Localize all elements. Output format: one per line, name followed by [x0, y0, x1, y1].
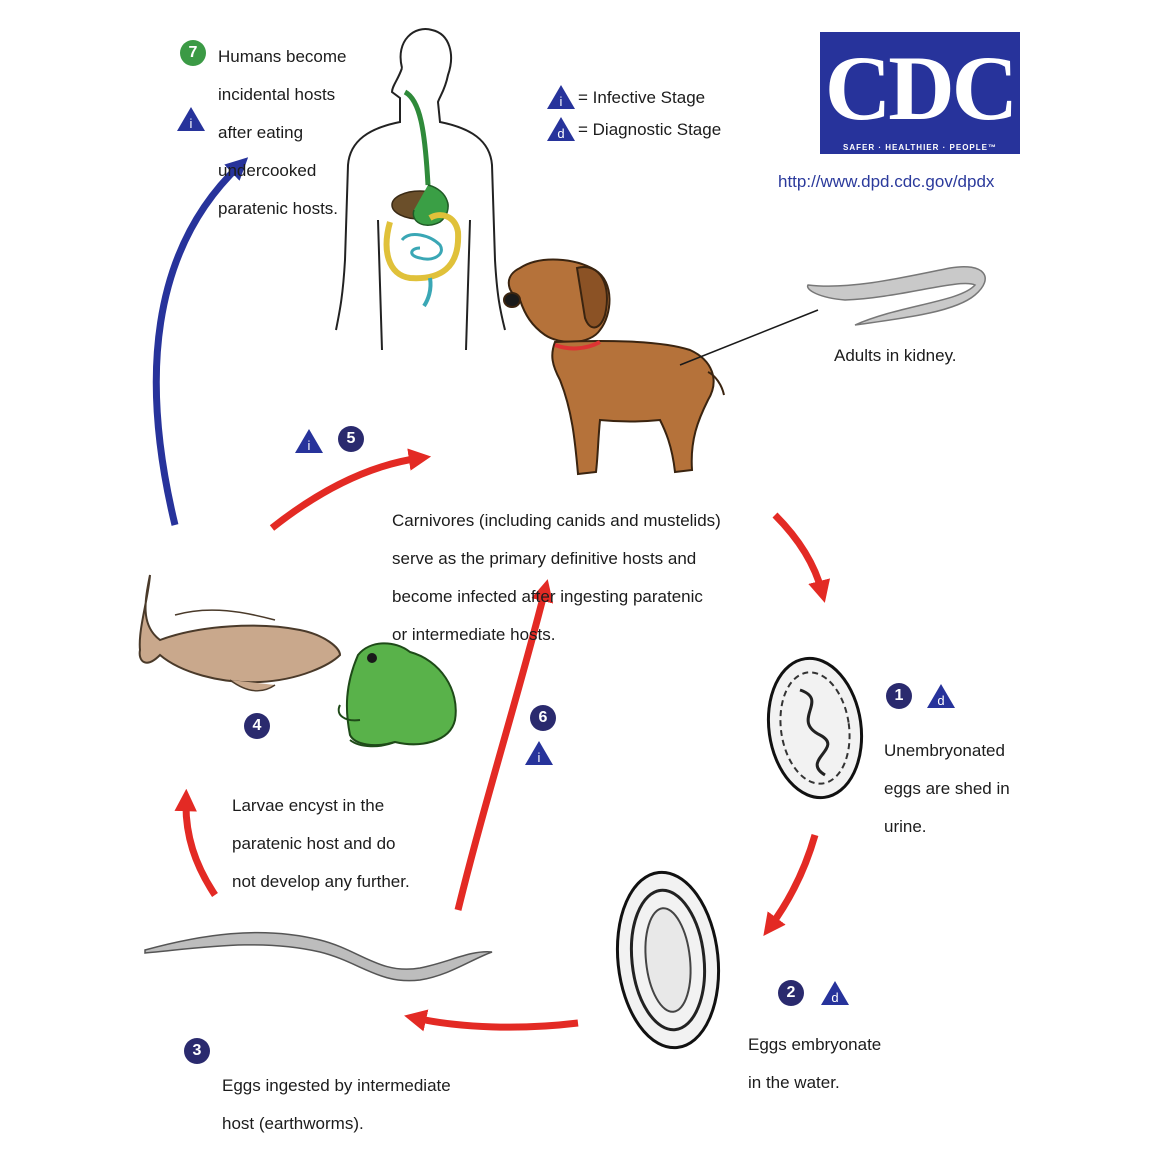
step-6-infective-icon: i — [524, 740, 554, 766]
cdc-url[interactable]: http://www.dpd.cdc.gov/dpdx — [778, 172, 995, 191]
step-7-badge: 7 — [180, 40, 206, 66]
arrow-5-to-carnivore — [269, 448, 432, 531]
step-7-text: Humans become incidental hosts after eat… — [218, 47, 347, 218]
step-2-diagnostic-icon: d — [820, 980, 850, 1006]
frog-illustration — [337, 642, 457, 748]
fish-illustration — [138, 574, 342, 692]
step-2-badge: 2 — [778, 980, 804, 1006]
step-5-badge: 5 — [338, 426, 364, 452]
step-5-infective-icon: i — [294, 428, 324, 454]
step-4-badge: 4 — [244, 713, 270, 739]
step-3-badge: 3 — [184, 1038, 210, 1064]
adult-worm-illustration — [806, 266, 986, 326]
definitive-host-text: Carnivores (including canids and musteli… — [392, 511, 721, 644]
arrow-7-to-human — [152, 157, 249, 526]
svg-text:i: i — [560, 94, 563, 109]
svg-text:d: d — [937, 693, 944, 708]
unembryonated-egg-illustration — [766, 656, 864, 800]
step-2-text: Eggs embryonate in the water. — [748, 1035, 882, 1092]
legend-infective-icon: i — [546, 84, 576, 110]
legend-diagnostic-icon: d — [546, 116, 576, 142]
svg-text:i: i — [308, 438, 311, 453]
arrow-earthworm-to-paratenic — [174, 788, 218, 897]
svg-text:d: d — [831, 990, 838, 1005]
step-7-infective-icon: i — [176, 106, 206, 132]
svg-text:d: d — [557, 126, 564, 141]
arrow-egg1-to-egg2 — [763, 834, 819, 937]
dog-illustration — [503, 258, 725, 476]
human-illustration — [335, 28, 506, 351]
cdc-logo: CDC SAFER · HEALTHIER · PEOPLE™ — [820, 32, 1020, 154]
embryonated-egg-illustration — [615, 870, 721, 1050]
step-1-text: Unembryonated eggs are shed in urine. — [884, 741, 1010, 836]
cdc-tagline: SAFER · HEALTHIER · PEOPLE™ — [843, 143, 997, 152]
svg-text:i: i — [538, 750, 541, 765]
step-1-badge: 1 — [886, 683, 912, 709]
cdc-wordmark: CDC — [824, 37, 1018, 139]
arrow-carnivore-to-egg — [772, 512, 831, 603]
earthworm-illustration — [144, 931, 493, 982]
legend-diagnostic-label: = Diagnostic Stage — [578, 120, 722, 139]
legend-infective-label: = Infective Stage — [578, 88, 706, 107]
step-3-text: Eggs ingested by intermediate host (eart… — [222, 1076, 451, 1133]
adults-in-kidney-label: Adults in kidney. — [834, 346, 957, 365]
svg-text:i: i — [190, 116, 193, 131]
arrow-6-earthworm-to-carnivore — [454, 579, 554, 911]
arrow-egg2-to-earthworm — [404, 1009, 579, 1032]
cycle-arrows — [152, 157, 831, 1032]
step-1-diagnostic-icon: d — [926, 683, 956, 709]
kidney-leader-line — [679, 309, 819, 366]
step-4-text: Larvae encyst in the paratenic host and … — [232, 796, 410, 891]
step-6-badge: 6 — [530, 705, 556, 731]
